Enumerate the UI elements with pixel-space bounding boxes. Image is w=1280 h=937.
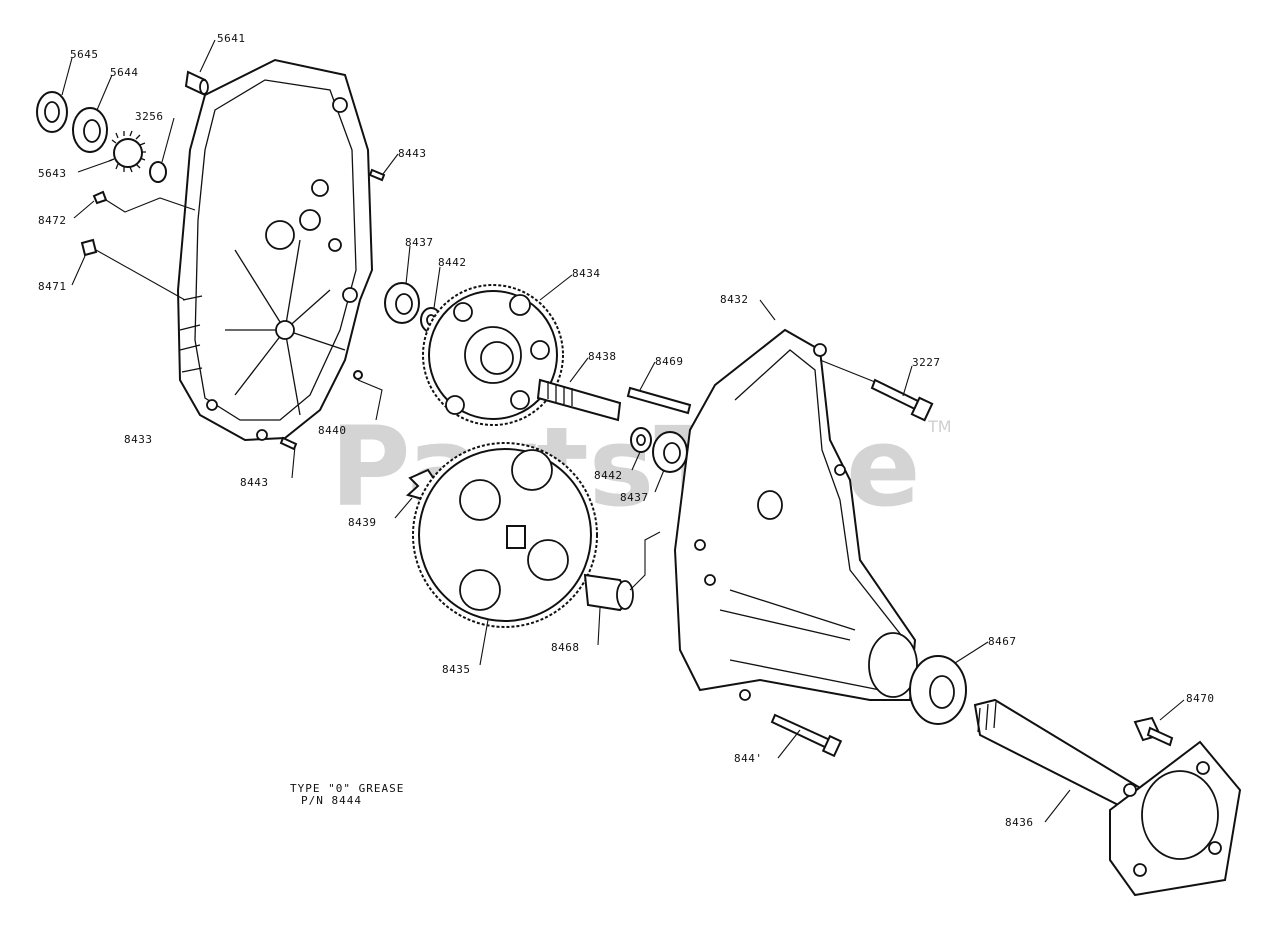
grease-note-line1: TYPE "0" GREASE [290, 782, 404, 795]
label-5644: 5644 [110, 66, 139, 79]
part-8469-pin [626, 361, 692, 415]
label-8434: 8434 [572, 267, 601, 280]
label-8442-top: 8442 [438, 256, 467, 269]
label-5645: 5645 [70, 48, 99, 61]
label-8470: 8470 [1186, 692, 1215, 705]
label-8440: 8440 [318, 424, 347, 437]
label-8437-top: 8437 [405, 236, 434, 249]
label-8439: 8439 [348, 516, 377, 529]
label-8435: 8435 [442, 663, 471, 676]
part-8442-bottom-washer [630, 427, 652, 471]
watermark-trademark: TM [927, 417, 952, 436]
grease-note-line2: P/N 8444 [301, 794, 362, 807]
part-8472-pin [73, 190, 196, 219]
label-8441: 844' [734, 752, 763, 765]
right-housing-8432 [673, 299, 918, 701]
part-8437-top-bearing [384, 245, 420, 324]
label-8433: 8433 [124, 433, 153, 446]
part-8437-bottom-bearing [652, 431, 688, 493]
part-5645-seal [36, 57, 73, 133]
label-8469: 8469 [655, 355, 684, 368]
part-8470-stud [1133, 699, 1185, 747]
part-8443-top-pin [368, 153, 399, 182]
label-8443-top: 8443 [398, 147, 427, 160]
part-8435-gear [412, 442, 598, 666]
label-8436: 8436 [1005, 816, 1034, 829]
label-8437-bottom: 8437 [620, 491, 649, 504]
part-8468-bushing [583, 531, 661, 646]
part-8471-plug [71, 238, 186, 301]
part-3227-bolt [819, 359, 934, 422]
part-8438-shaft [536, 357, 622, 422]
label-8438: 8438 [588, 350, 617, 363]
part-8467-bearing [909, 641, 989, 725]
label-5641: 5641 [217, 32, 246, 45]
label-8471: 8471 [38, 280, 67, 293]
left-housing-8433 [176, 58, 374, 442]
label-8432: 8432 [720, 293, 749, 306]
label-5643: 5643 [38, 167, 67, 180]
part-3256-ring [149, 117, 175, 183]
label-8472: 8472 [38, 214, 67, 227]
part-5643-pinion [77, 130, 146, 173]
part-8440-ball [353, 370, 383, 421]
part-8441-bolt [770, 713, 843, 759]
part-5644-bearing [72, 74, 113, 153]
label-8467: 8467 [988, 635, 1017, 648]
part-8443-bottom-pin [279, 436, 298, 479]
part-8436-axle [973, 698, 1242, 897]
label-8468: 8468 [551, 641, 580, 654]
label-8442-bottom: 8442 [594, 469, 623, 482]
part-8434-gear [422, 274, 573, 426]
label-3227: 3227 [912, 356, 941, 369]
part-5641-dowel [184, 39, 216, 96]
label-3256: 3256 [135, 110, 164, 123]
label-8443-bottom: 8443 [240, 476, 269, 489]
